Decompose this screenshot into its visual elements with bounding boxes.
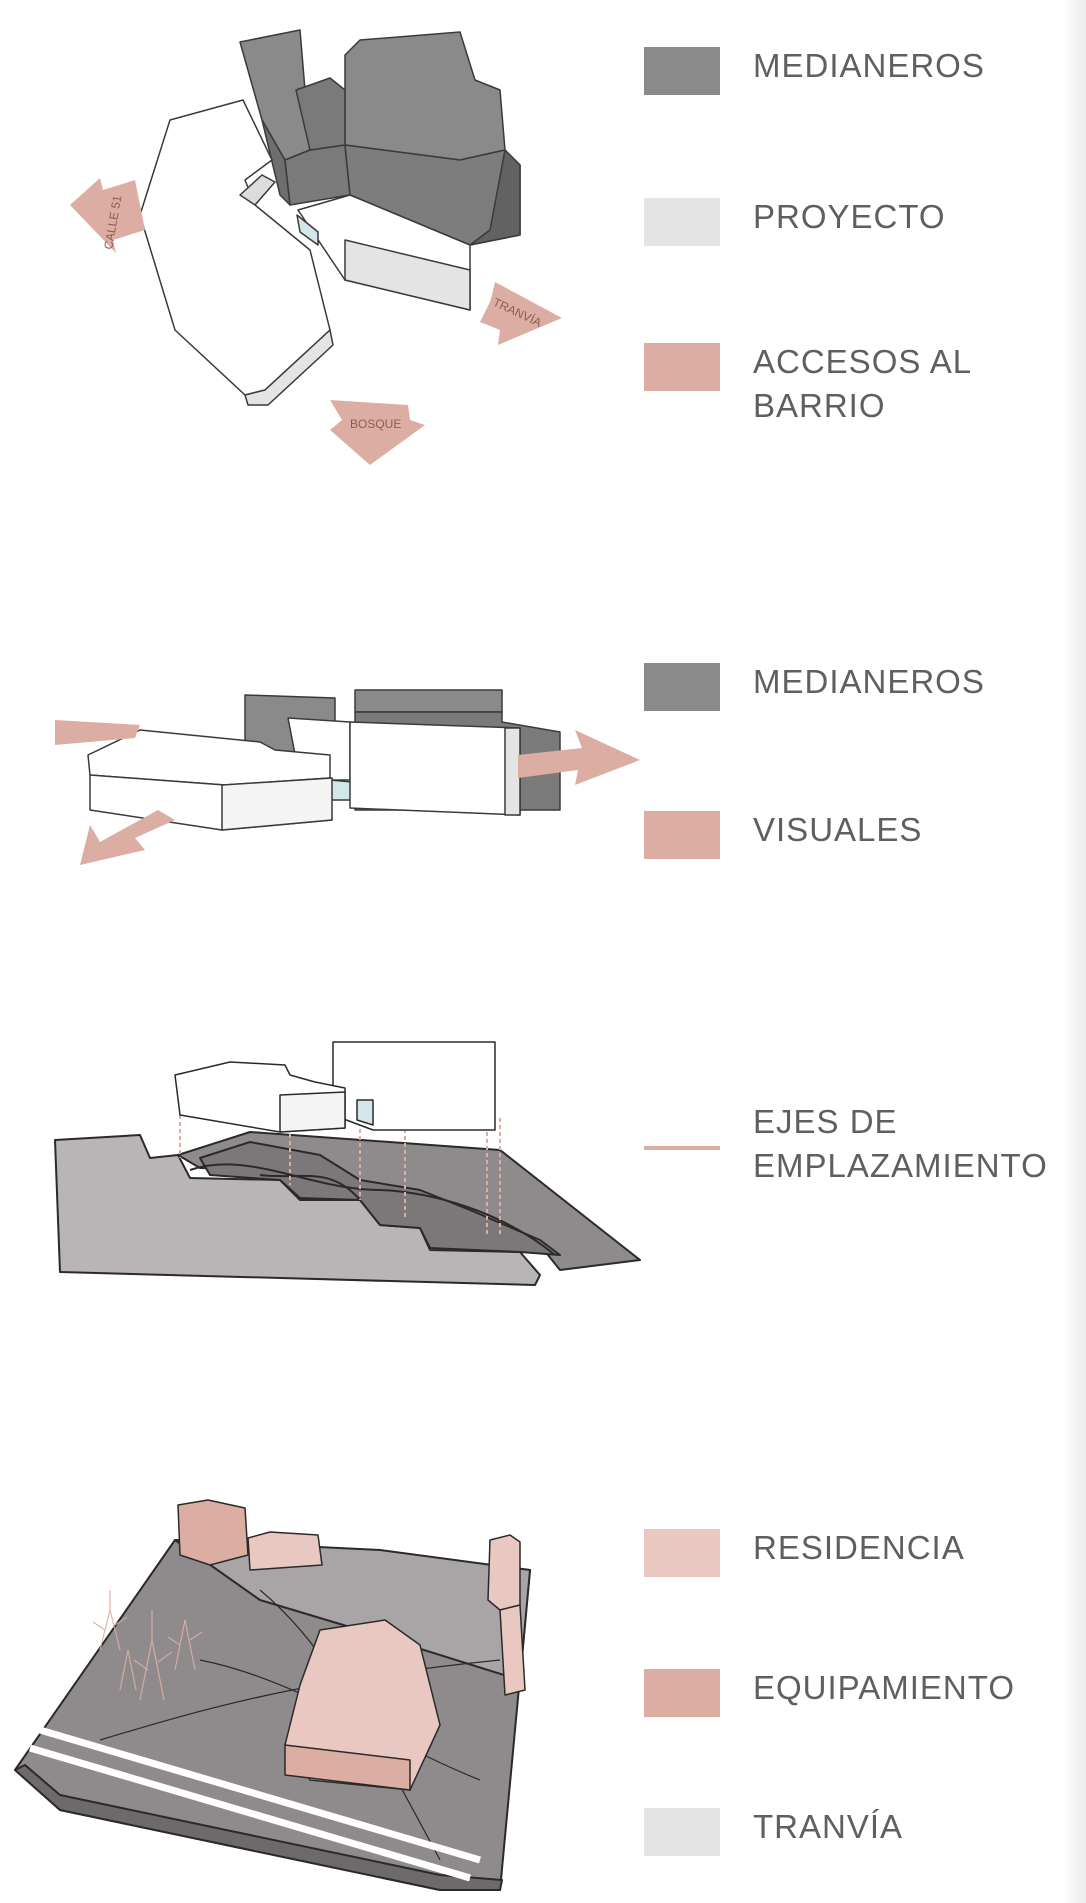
- site-axes-diagram-drawing: [54, 1041, 641, 1286]
- legend-swatch: [644, 343, 720, 391]
- residencia-block-2: [499, 1604, 526, 1696]
- legend-item-medianeros-2: MEDIANEROS: [644, 660, 1084, 712]
- legend-label: ACCESOS AL BARRIO: [753, 343, 971, 424]
- legend-item-residencia: RESIDENCIA: [644, 1526, 1084, 1578]
- tram-tracks: [29, 1726, 481, 1882]
- views-diagram-drawing: [55, 689, 640, 865]
- project-volume: [174, 1041, 496, 1133]
- trees: [92, 1590, 203, 1701]
- site-axes-diagram: [0, 1040, 660, 1290]
- arrow-view-southwest: [80, 810, 175, 865]
- legend-item-proyecto: PROYECTO: [644, 195, 1084, 247]
- label-bosque: BOSQUE: [350, 417, 401, 431]
- legend-item-tranvia: TRANVÍA: [644, 1805, 1084, 1857]
- project-volume: [87, 717, 521, 831]
- access-diagram-drawing: CALLE 51 TRANVÍA BOSQUE: [70, 29, 562, 465]
- program-diagram-drawing: [14, 1499, 531, 1891]
- project-volume: [139, 99, 471, 406]
- legend-swatch: [644, 1808, 720, 1856]
- program-diagram: [0, 1480, 660, 1900]
- legend-item-accesos: ACCESOS AL BARRIO: [644, 340, 1084, 424]
- buildings: [177, 1499, 526, 1791]
- legend-label: PROYECTO: [753, 198, 946, 235]
- arrow-view-east: [518, 730, 640, 785]
- view-arrows: [55, 720, 640, 865]
- residencia-block-1: [487, 1534, 521, 1611]
- equipamiento-block: [177, 1499, 249, 1566]
- legend-item-visuales: VISUALES: [644, 808, 1084, 860]
- legend-label: TRANVÍA: [753, 1808, 904, 1845]
- legend-label: EQUIPAMIENTO: [753, 1669, 1015, 1706]
- legend-swatch: [644, 1529, 720, 1577]
- arrow-view-northwest: [55, 720, 140, 745]
- access-arrows: [70, 178, 562, 465]
- medianeros-blocks: [239, 29, 521, 246]
- legend-label: RESIDENCIA: [753, 1529, 965, 1566]
- page-edge-shadow: [1062, 0, 1086, 1903]
- legend-swatch: [644, 1669, 720, 1717]
- arrow-tranvia: [480, 282, 562, 345]
- legend-swatch: [644, 663, 720, 711]
- terrain: [54, 1131, 641, 1286]
- arrow-calle-51: [70, 178, 145, 253]
- legend-item-ejes: EJES DE EMPLAZAMIENTO: [644, 1100, 1084, 1196]
- legend-label: MEDIANEROS: [753, 663, 985, 700]
- views-diagram: [0, 660, 660, 880]
- legend-swatch: [644, 811, 720, 859]
- legend-swatch: [644, 47, 720, 95]
- legend-label: EJES DE EMPLAZAMIENTO: [753, 1103, 1048, 1184]
- access-diagram: CALLE 51 TRANVÍA BOSQUE: [0, 0, 640, 480]
- legend-item-medianeros: MEDIANEROS: [644, 44, 1084, 96]
- legend-label: VISUALES: [753, 811, 923, 848]
- terrain: [14, 1539, 531, 1891]
- arrow-bosque: [330, 400, 425, 465]
- legend-label: MEDIANEROS: [753, 47, 985, 84]
- legend-swatch: [644, 198, 720, 246]
- legend-item-equipamiento: EQUIPAMIENTO: [644, 1666, 1084, 1718]
- legend-swatch-line: [644, 1146, 720, 1150]
